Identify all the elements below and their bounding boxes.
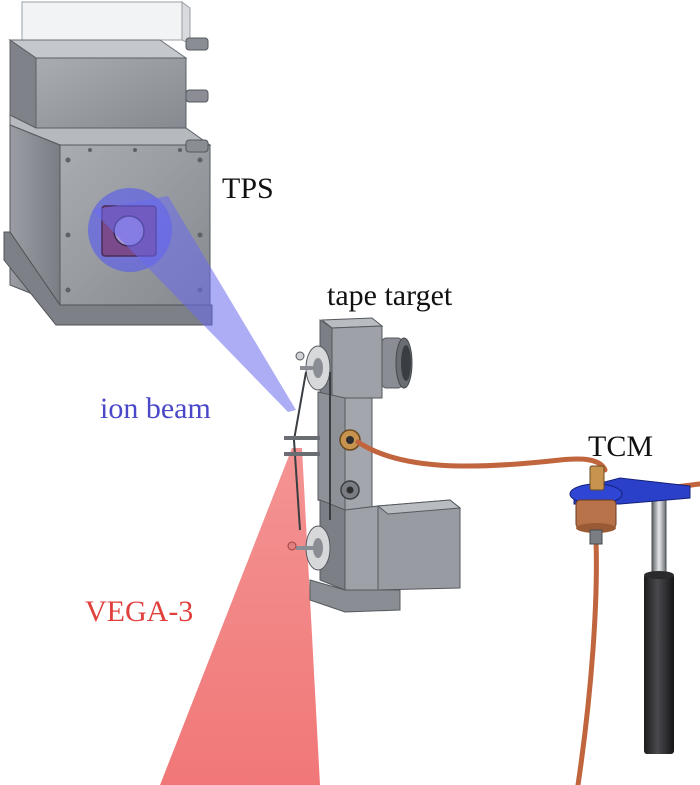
tape-target-assembly bbox=[284, 317, 462, 613]
tps-upper-box-top bbox=[8, 39, 188, 59]
tape-target-base bbox=[309, 579, 401, 613]
vega3-label: VEGA-3 bbox=[85, 595, 194, 628]
tape-target-upper-face bbox=[331, 325, 383, 399]
tcm-stand bbox=[644, 574, 674, 754]
tps-label: TPS bbox=[222, 172, 274, 205]
vega3-detector-cone bbox=[160, 448, 320, 785]
tps-connectors bbox=[185, 37, 209, 153]
tcm-output-cable bbox=[575, 537, 599, 785]
tcm-label: TCM bbox=[588, 430, 654, 463]
signal-cable bbox=[355, 439, 608, 473]
ion-beam-cone bbox=[92, 196, 296, 412]
tcm-assembly bbox=[569, 465, 691, 754]
tcm-support-pole bbox=[651, 499, 667, 581]
tape-guide-rods bbox=[284, 436, 320, 440]
lower-tape-spool bbox=[287, 525, 331, 571]
tcm-top-connector bbox=[589, 465, 605, 491]
ion-beam-label: ion beam bbox=[100, 392, 211, 425]
tps-upper-box-face bbox=[35, 57, 187, 129]
tps-rear-panel bbox=[21, 1, 183, 41]
tape-target-label: tape target bbox=[327, 279, 453, 312]
upper-tape-spool bbox=[295, 345, 331, 391]
